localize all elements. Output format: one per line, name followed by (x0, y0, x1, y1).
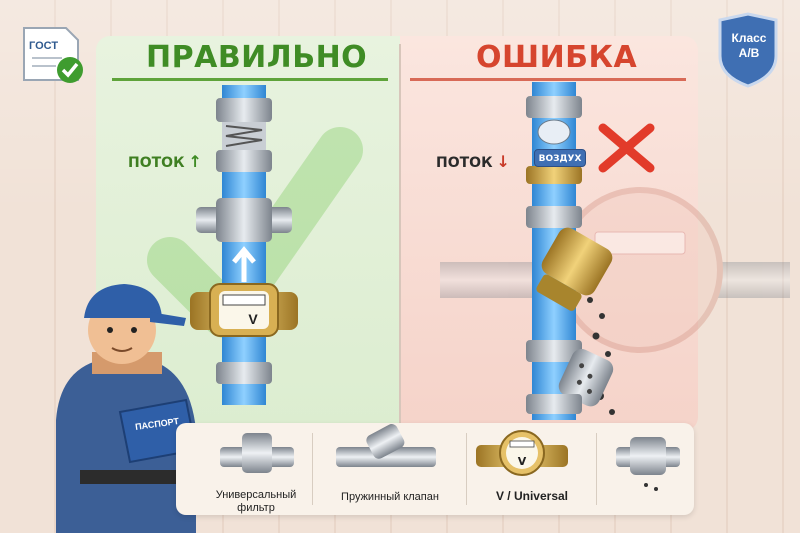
y-strainer-icon (336, 424, 436, 467)
class-shield-icon (718, 12, 778, 88)
faded-meter-icon (440, 187, 790, 353)
shelf-label-filter: Универсальный фильтр (215, 489, 297, 514)
tee-fitting-icon (220, 433, 294, 473)
correct-underline (112, 78, 388, 81)
error-flow-label: ПОТОК↓ (436, 152, 510, 171)
class-badge-text: Класс A/B (718, 31, 780, 61)
gost-document-icon (23, 27, 83, 83)
shelf-divider (466, 433, 467, 505)
water-meter-icon: V (476, 430, 568, 476)
svg-text:V: V (518, 455, 527, 468)
arrow-up-icon: ↑ (188, 152, 202, 171)
correct-heading: ПРАВИЛЬНО (146, 40, 368, 75)
panel-divider (399, 44, 401, 424)
error-heading: ОШИБКА (476, 40, 638, 75)
meter-mark: V (248, 311, 258, 327)
fittings-shelf: V Универсальный фильтр Пружинный клапан … (176, 423, 694, 515)
correct-flow-label: ПОТОК↑ (128, 152, 202, 171)
shelf-icons: V (220, 424, 680, 491)
error-x-icon (598, 123, 655, 173)
shelf-divider (312, 433, 313, 505)
plumber-figure (56, 284, 198, 533)
error-underline (410, 78, 686, 81)
flow-label-text: ПОТОК (128, 155, 185, 171)
shelf-divider (596, 433, 597, 505)
class-badge-line1: Класс (731, 31, 767, 45)
arrow-down-icon: ↓ (496, 152, 510, 171)
gost-label: ГОСТ (29, 40, 59, 52)
flow-label-text: ПОТОК (436, 155, 493, 171)
air-tag: ВОЗДУХ (534, 149, 586, 167)
shelf-label-meter: V / Universal (495, 489, 569, 503)
shelf-label-valve: Пружинный клапан (341, 491, 439, 503)
check-valve-icon (616, 437, 680, 491)
class-badge-line2: A/B (738, 46, 760, 60)
